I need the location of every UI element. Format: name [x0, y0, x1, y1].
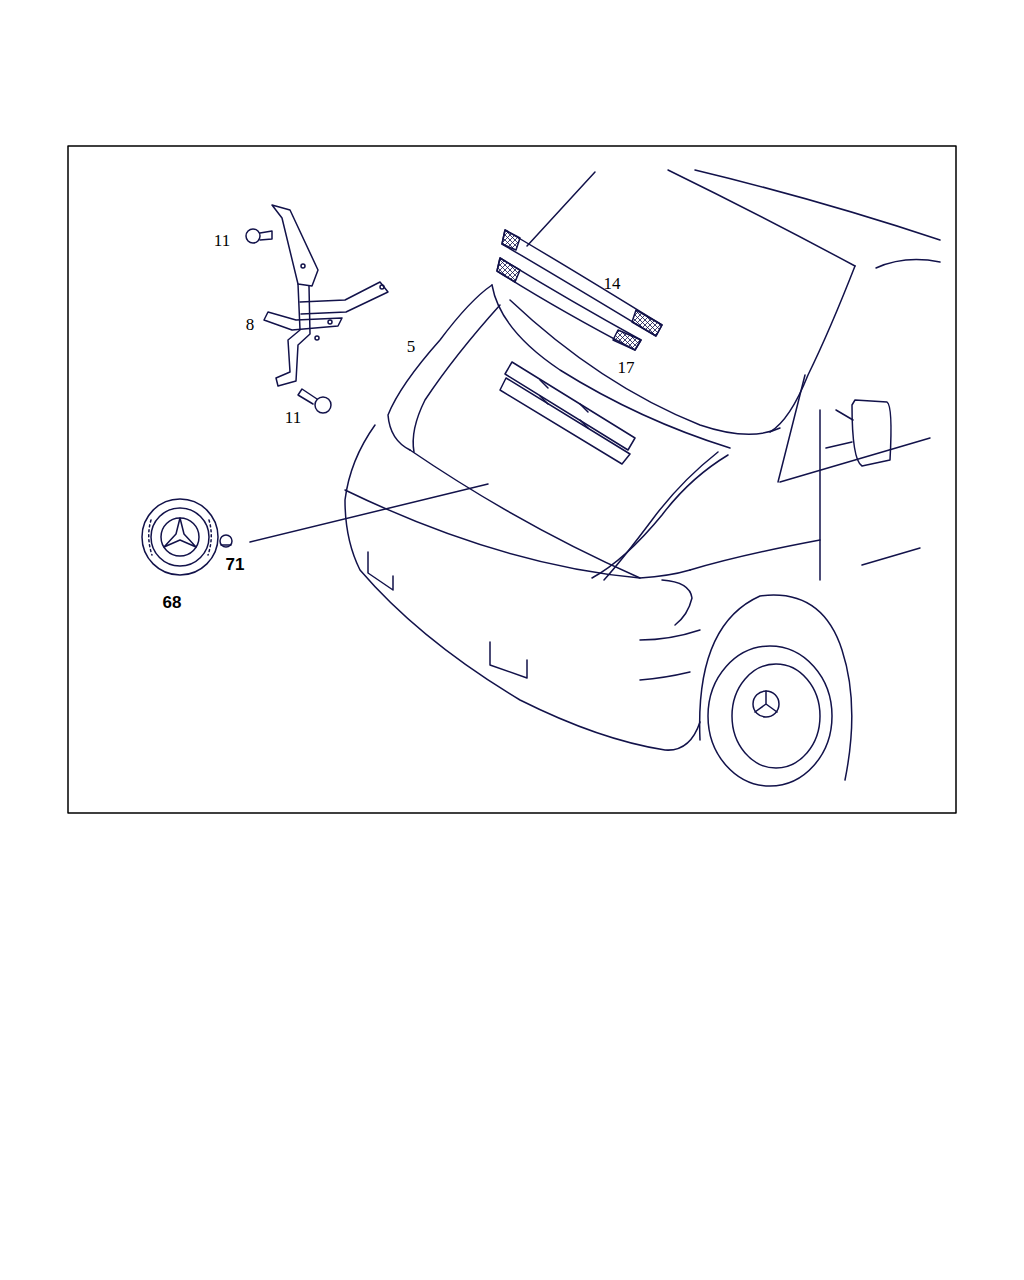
callout-number: 68	[163, 594, 182, 611]
hood-hinge	[264, 205, 388, 386]
van-body	[345, 170, 940, 786]
emblem	[142, 499, 232, 575]
callout-number: 11	[285, 409, 301, 426]
frame	[68, 146, 956, 813]
callout-number: 8	[246, 316, 255, 333]
callout-number: 5	[407, 338, 416, 355]
callout-number: 17	[618, 359, 635, 376]
bolts	[246, 229, 331, 413]
callout-number: 11	[214, 232, 230, 249]
hood-vents	[500, 362, 635, 464]
callout-number: 71	[226, 556, 245, 573]
mesh-strips	[497, 230, 662, 350]
leader-line	[250, 484, 488, 542]
callout-number: 14	[604, 275, 621, 292]
